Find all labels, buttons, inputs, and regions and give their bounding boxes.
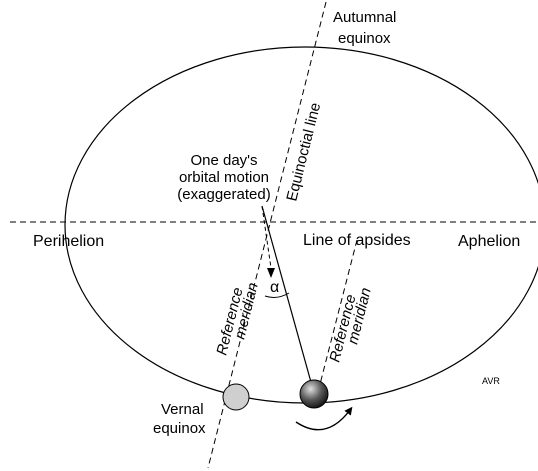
line-of-apsides-label: Line of apsides bbox=[303, 232, 411, 249]
perihelion-label: Perihelion bbox=[33, 233, 104, 250]
aphelion-label: Aphelion bbox=[458, 233, 520, 250]
vernal-equinox-marker bbox=[222, 383, 250, 411]
reference-meridian-right bbox=[317, 239, 358, 393]
orbital-motion-label-2: orbital motion bbox=[179, 169, 269, 186]
orbital-motion-arrowhead bbox=[267, 268, 275, 278]
alpha-angle-arc bbox=[264, 292, 290, 298]
motion-direction-arrow bbox=[295, 406, 353, 431]
vernal-equinox-label-1: Vernal bbox=[161, 401, 204, 418]
equinoctial-line-label: Equinoctial line bbox=[283, 101, 324, 203]
orbital-motion-leader bbox=[261, 205, 272, 269]
orbital-motion-line bbox=[261, 205, 315, 394]
orbital-motion-label-1: One day's bbox=[190, 152, 257, 169]
alpha-label: α bbox=[270, 279, 279, 296]
autumnal-equinox-label-2: equinox bbox=[338, 30, 391, 47]
autumnal-equinox-label-1: Autumnal bbox=[333, 9, 396, 26]
credit-label: AVR bbox=[482, 376, 500, 386]
vernal-equinox-label-2: equinox bbox=[153, 420, 206, 437]
earth-marker bbox=[299, 379, 329, 409]
orbital-motion-label-3: (exaggerated) bbox=[177, 186, 270, 203]
